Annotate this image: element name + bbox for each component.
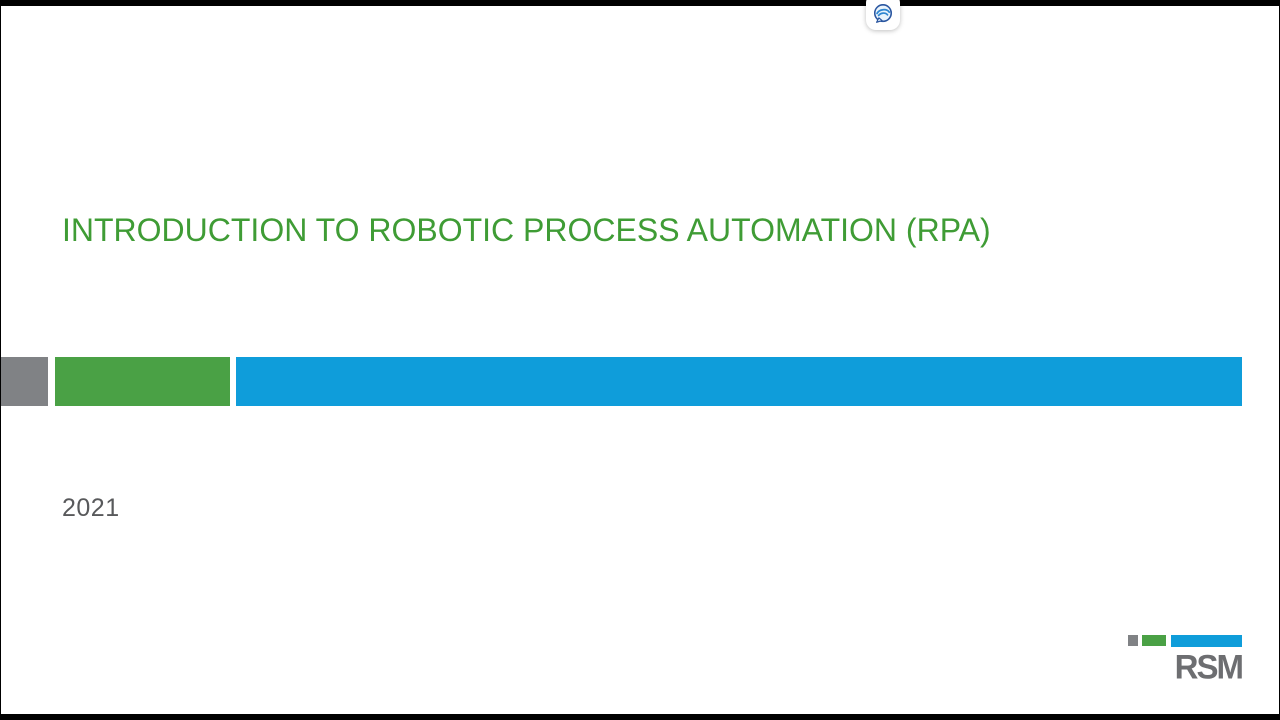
rsm-logo-blue-rectangle <box>1171 635 1242 647</box>
presentation-slide: INTRODUCTION TO ROBOTIC PROCESS AUTOMATI… <box>1 6 1279 714</box>
rsm-logo-green-rectangle <box>1142 635 1166 646</box>
divider-bar-gray-segment <box>1 357 48 406</box>
slide-title: INTRODUCTION TO ROBOTIC PROCESS AUTOMATI… <box>62 212 991 248</box>
divider-bar <box>1 357 1279 406</box>
player-overlay-badge[interactable] <box>866 0 900 30</box>
rsm-logo-gray-square <box>1128 635 1138 646</box>
rsm-logo: RSM <box>1128 635 1244 686</box>
slide-year: 2021 <box>62 494 120 522</box>
divider-bar-blue-segment <box>236 357 1242 406</box>
rsm-logo-marks <box>1128 635 1242 647</box>
divider-bar-green-segment <box>55 357 230 406</box>
rsm-logo-text: RSM <box>1174 646 1244 686</box>
